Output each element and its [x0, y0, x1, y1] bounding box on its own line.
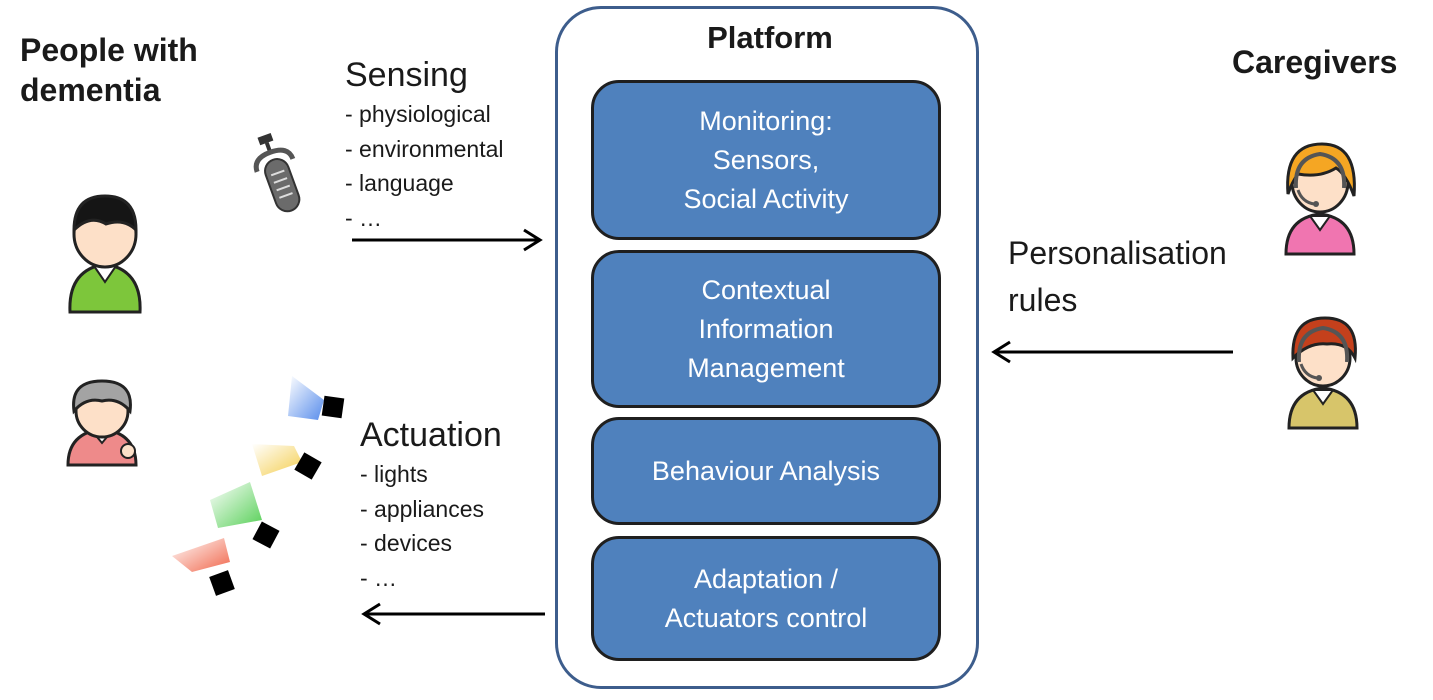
actuation-arrow: [361, 602, 545, 626]
list-item: - appliances: [360, 495, 485, 522]
microphone-icon: [253, 132, 301, 213]
box-line: Management: [687, 352, 845, 383]
box-line: Actuators control: [664, 602, 868, 633]
list-item: - devices: [360, 530, 453, 556]
platform-title: Platform: [707, 20, 833, 55]
list-item: - lights: [360, 461, 428, 487]
list-item: - environmental: [345, 135, 504, 162]
box-line: Information: [698, 313, 834, 344]
contextual-information-box: Contextual Information Management: [591, 250, 941, 408]
behaviour-analysis-box: Behaviour Analysis: [591, 417, 941, 525]
box-line: Contextual: [701, 274, 831, 305]
adaptation-box: Adaptation / Actuators control: [591, 536, 941, 661]
caregiver-headset-pink-icon: [1284, 142, 1356, 256]
caregivers-title: Caregivers: [1232, 44, 1398, 80]
monitoring-box: Monitoring: Sensors, Social Activity: [591, 80, 941, 240]
sensing-list: - physiological - environmental - langua…: [345, 97, 504, 235]
list-item: - …: [345, 204, 383, 231]
caregiver-headset-yellow-icon: [1287, 316, 1359, 430]
list-item: - physiological: [345, 101, 491, 127]
spotlights-icon: [172, 376, 345, 596]
actuation-list: - lights - appliances - devices - …: [360, 457, 484, 595]
list-item: - …: [360, 564, 398, 591]
box-line: Adaptation /: [693, 563, 839, 594]
actuation-title: Actuation: [360, 416, 502, 454]
box-line: Sensors,: [712, 144, 820, 175]
elderly-woman-icon: [66, 379, 138, 467]
box-line: Social Activity: [683, 183, 849, 214]
people-title: People with dementia: [20, 30, 198, 110]
box-line: Behaviour Analysis: [651, 455, 881, 486]
list-item: - language: [345, 170, 454, 196]
personalisation-arrow: [991, 340, 1233, 364]
sensing-title: Sensing: [345, 56, 468, 94]
people-title-line1: People with: [20, 32, 198, 68]
personalisation-rules-line2: rules: [1008, 282, 1078, 318]
person-green-shirt-icon: [68, 194, 142, 314]
personalisation-rules: Personalisation rules: [1008, 230, 1227, 324]
personalisation-rules-line1: Personalisation: [1008, 235, 1227, 271]
box-line: Monitoring:: [699, 105, 833, 136]
people-title-line2: dementia: [20, 72, 161, 108]
